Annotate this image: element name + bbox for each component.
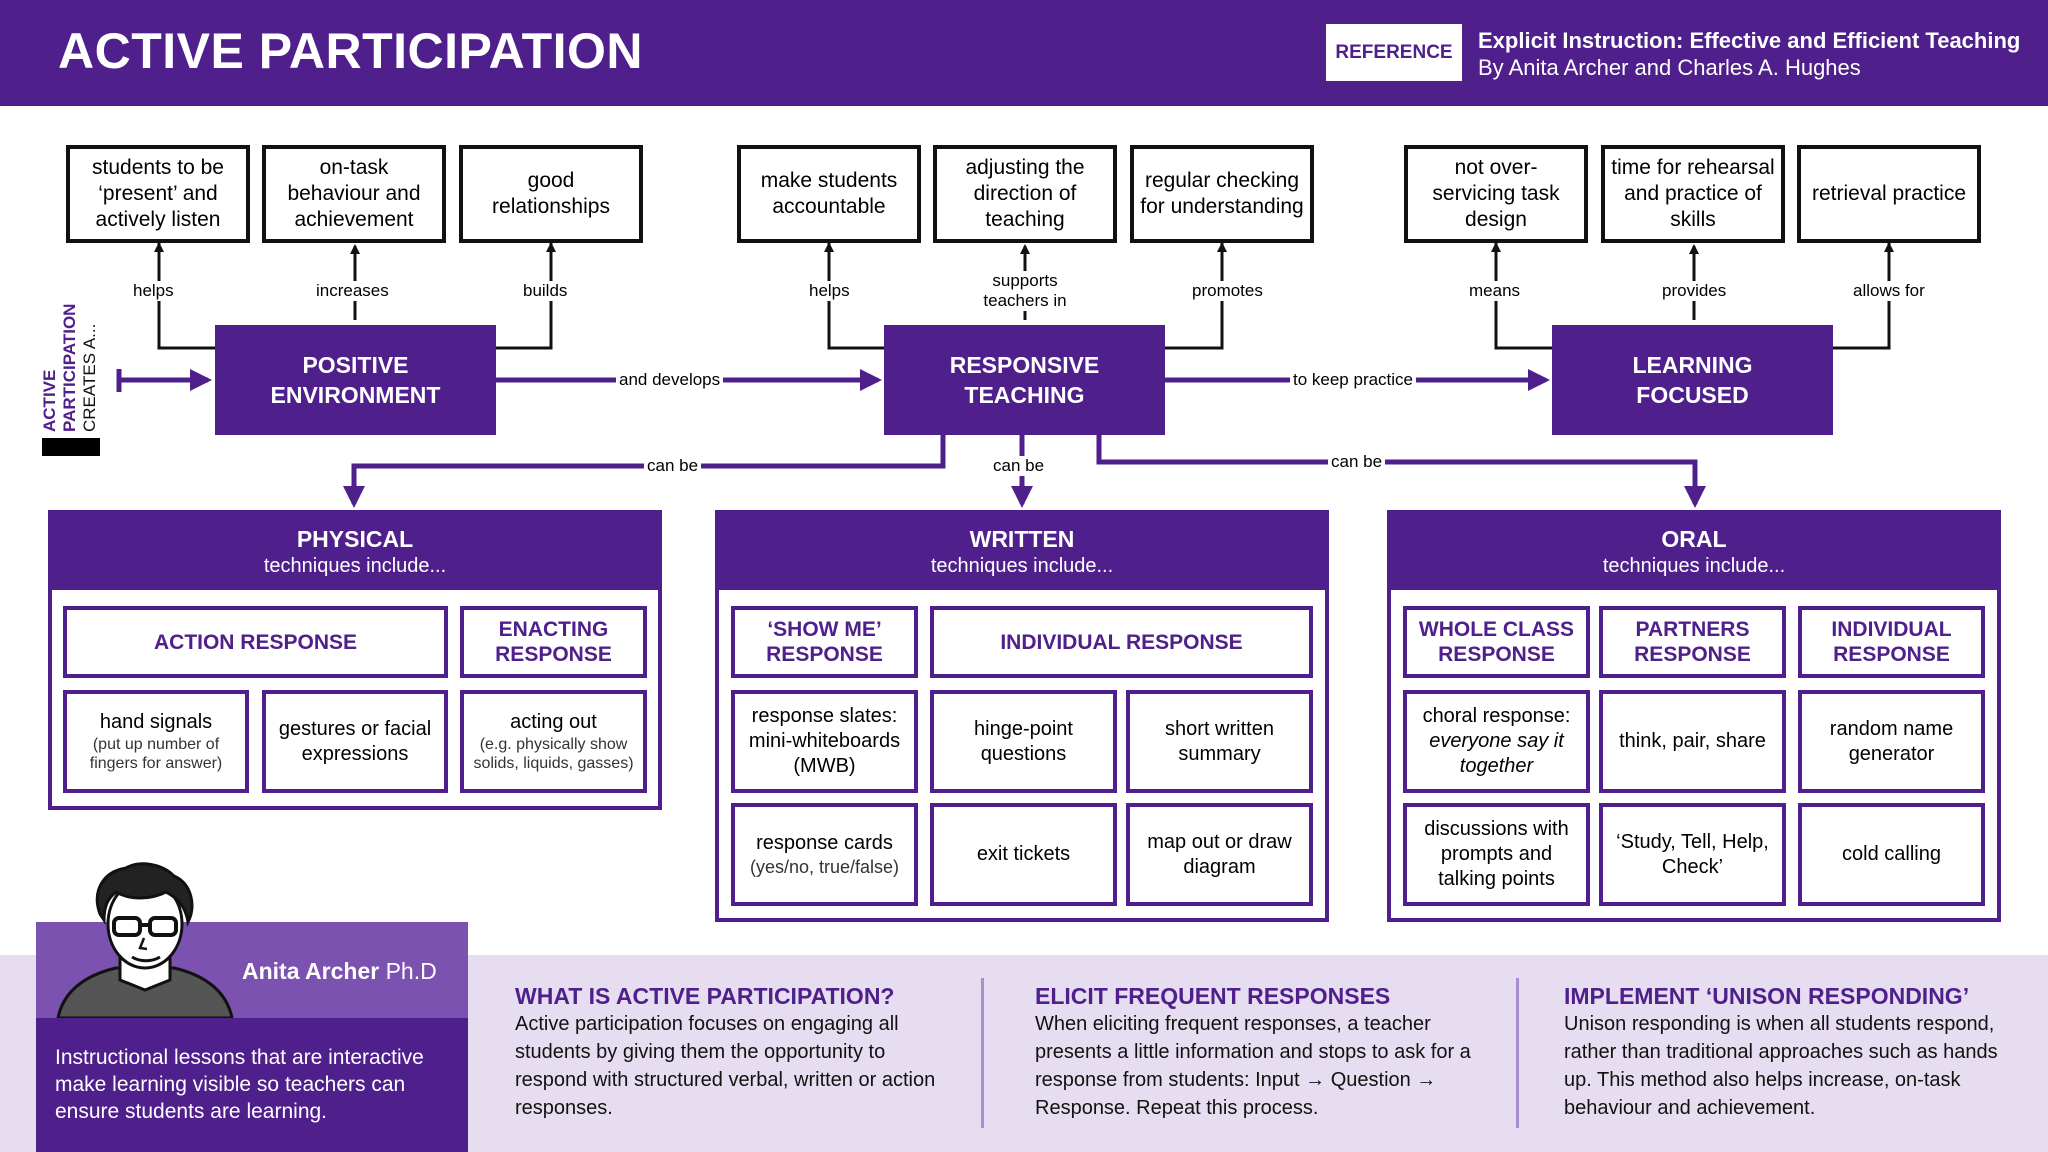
label-increases: increases bbox=[313, 281, 392, 301]
side-label: ACTIVE PARTICIPATION CREATES A... bbox=[40, 304, 100, 432]
info-elicit: ELICIT FREQUENT RESPONSES When eliciting… bbox=[1035, 983, 1475, 1122]
cell-gestures: gestures or facial expressions bbox=[262, 690, 448, 793]
cell-short-summary: short written summary bbox=[1126, 690, 1313, 793]
outcome-retrieval: retrieval practice bbox=[1797, 145, 1981, 243]
cell-map-diagram: map out or draw diagram bbox=[1126, 803, 1313, 906]
hub-learning-line1: LEARNING bbox=[1632, 352, 1753, 378]
outcome-task-design: not over-servicing task design bbox=[1404, 145, 1588, 243]
side-label-line2: PARTICIPATION bbox=[60, 303, 79, 432]
header-individual-response-written: INDIVIDUAL RESPONSE bbox=[930, 606, 1313, 678]
label-can-be-left: can be bbox=[644, 456, 702, 476]
hub-responsive-teaching: RESPONSIVE TEACHING bbox=[884, 325, 1165, 435]
cell-acting-out-note: (e.g. physically show solids, liquids, g… bbox=[473, 736, 634, 772]
cell-discussions: discussions with prompts and talking poi… bbox=[1403, 803, 1590, 906]
panel-physical-title: PHYSICAL bbox=[296, 526, 414, 552]
panel-oral-title: ORAL bbox=[1661, 526, 1727, 552]
cell-response-cards-note: (yes/no, true/false) bbox=[749, 857, 900, 877]
outcome-accountable: make students accountable bbox=[737, 145, 921, 243]
header-whole-class-response: WHOLE CLASS RESPONSE bbox=[1403, 606, 1590, 678]
outcome-adjusting: adjusting the direction of teaching bbox=[933, 145, 1117, 243]
panel-physical-header: PHYSICAL techniques include... bbox=[52, 514, 658, 590]
panel-oral-subtitle: techniques include... bbox=[1602, 555, 1786, 577]
header-show-me-response: ‘SHOW ME’ RESPONSE bbox=[731, 606, 918, 678]
outcome-checking: regular checking for understanding bbox=[1130, 145, 1314, 243]
info-unison-title: IMPLEMENT ‘UNISON RESPONDING’ bbox=[1564, 983, 1970, 1009]
label-allows-for: allows for bbox=[1850, 281, 1928, 301]
person-name: Anita Archer Ph.D bbox=[242, 958, 437, 985]
hub-positive-environment: POSITIVE ENVIRONMENT bbox=[215, 325, 496, 435]
hub-learning-focused: LEARNING FOCUSED bbox=[1552, 325, 1833, 435]
header-partners-response: PARTNERS RESPONSE bbox=[1599, 606, 1786, 678]
panel-written-header: WRITTEN techniques include... bbox=[719, 514, 1325, 590]
cell-cold-calling: cold calling bbox=[1798, 803, 1985, 906]
reference-authors: By Anita Archer and Charles A. Hughes bbox=[1478, 55, 1861, 80]
person-quote: Instructional lessons that are interacti… bbox=[36, 1018, 468, 1152]
person-portrait-icon bbox=[56, 862, 234, 1018]
cell-choral-italic: everyone say it together bbox=[1429, 730, 1564, 777]
cell-hand-signals-main: hand signals bbox=[99, 711, 213, 733]
reference-title: Explicit Instruction: Effective and Effi… bbox=[1478, 28, 2021, 53]
cell-acting-out-main: acting out bbox=[510, 711, 597, 733]
cell-think-pair-share: think, pair, share bbox=[1599, 690, 1786, 793]
info-what-is-body: Active participation focuses on engaging… bbox=[515, 1013, 936, 1119]
header-individual-response-oral: INDIVIDUAL RESPONSE bbox=[1798, 606, 1985, 678]
person-name-suffix: Ph.D bbox=[379, 958, 437, 984]
cell-hand-signals: hand signals (put up number of fingers f… bbox=[63, 690, 249, 793]
cell-response-cards-main: response cards bbox=[756, 832, 893, 854]
person-name-main: Anita Archer bbox=[242, 958, 380, 984]
hub-responsive-line1: RESPONSIVE bbox=[949, 352, 1100, 378]
hub-responsive-line2: TEACHING bbox=[964, 382, 1085, 408]
panel-written-title: WRITTEN bbox=[969, 526, 1075, 552]
panel-written-subtitle: techniques include... bbox=[930, 555, 1114, 577]
reference-badge: REFERENCE bbox=[1326, 24, 1462, 81]
cell-acting-out: acting out (e.g. physically show solids,… bbox=[460, 690, 647, 793]
outcome-rehearsal: time for rehearsal and practice of skill… bbox=[1601, 145, 1785, 243]
info-unison: IMPLEMENT ‘UNISON RESPONDING’ Unison res… bbox=[1564, 983, 2014, 1122]
label-supports: supports teachers in bbox=[970, 271, 1080, 311]
info-elicit-body: When eliciting frequent responses, a tea… bbox=[1035, 1013, 1471, 1119]
label-promotes: promotes bbox=[1189, 281, 1266, 301]
label-means: means bbox=[1466, 281, 1524, 301]
label-builds: builds bbox=[520, 281, 571, 301]
header-action-response: ACTION RESPONSE bbox=[63, 606, 448, 678]
header-enacting-response: ENACTING RESPONSE bbox=[460, 606, 647, 678]
label-and-develops: and develops bbox=[616, 370, 724, 390]
cell-choral-main: choral response: bbox=[1422, 705, 1571, 727]
info-what-is-title: WHAT IS ACTIVE PARTICIPATION? bbox=[515, 983, 895, 1009]
label-helps-1: helps bbox=[130, 281, 177, 301]
cell-hand-signals-note: (put up number of fingers for answer) bbox=[89, 736, 223, 772]
cell-response-slates: response slates: mini-whiteboards (MWB) bbox=[731, 690, 918, 793]
cell-random-name: random name generator bbox=[1798, 690, 1985, 793]
info-divider-1 bbox=[981, 978, 984, 1128]
outcome-on-task: on-task behaviour and achievement bbox=[262, 145, 446, 243]
label-can-be-center: can be bbox=[990, 456, 1048, 476]
cell-hinge-point: hinge-point questions bbox=[930, 690, 1117, 793]
cell-response-cards: response cards (yes/no, true/false) bbox=[731, 803, 918, 906]
label-provides: provides bbox=[1659, 281, 1730, 301]
info-divider-2 bbox=[1516, 978, 1519, 1128]
label-can-be-right: can be bbox=[1328, 452, 1386, 472]
info-unison-body: Unison responding is when all students r… bbox=[1564, 1013, 1998, 1119]
label-helps-2: helps bbox=[806, 281, 853, 301]
side-label-bar bbox=[42, 438, 100, 456]
outcome-present-listen: students to be ‘present’ and actively li… bbox=[66, 145, 250, 243]
side-label-line3: CREATES A... bbox=[80, 323, 99, 432]
panel-physical-subtitle: techniques include... bbox=[263, 555, 447, 577]
cell-exit-tickets: exit tickets bbox=[930, 803, 1117, 906]
hub-positive-line1: POSITIVE bbox=[302, 352, 409, 378]
label-to-keep-practice: to keep practice bbox=[1290, 370, 1417, 390]
cell-choral-response: choral response: everyone say it togethe… bbox=[1403, 690, 1590, 793]
page-title: ACTIVE PARTICIPATION bbox=[58, 23, 643, 79]
info-what-is: WHAT IS ACTIVE PARTICIPATION? Active par… bbox=[515, 983, 955, 1122]
header-bar bbox=[0, 0, 2048, 106]
panel-oral-header: ORAL techniques include... bbox=[1391, 514, 1997, 590]
info-elicit-title: ELICIT FREQUENT RESPONSES bbox=[1035, 983, 1391, 1009]
side-label-line1: ACTIVE bbox=[40, 369, 59, 432]
hub-learning-line2: FOCUSED bbox=[1636, 382, 1749, 408]
outcome-relationships: good relationships bbox=[459, 145, 643, 243]
cell-study-tell: ‘Study, Tell, Help, Check’ bbox=[1599, 803, 1786, 906]
hub-positive-line2: ENVIRONMENT bbox=[270, 382, 441, 408]
